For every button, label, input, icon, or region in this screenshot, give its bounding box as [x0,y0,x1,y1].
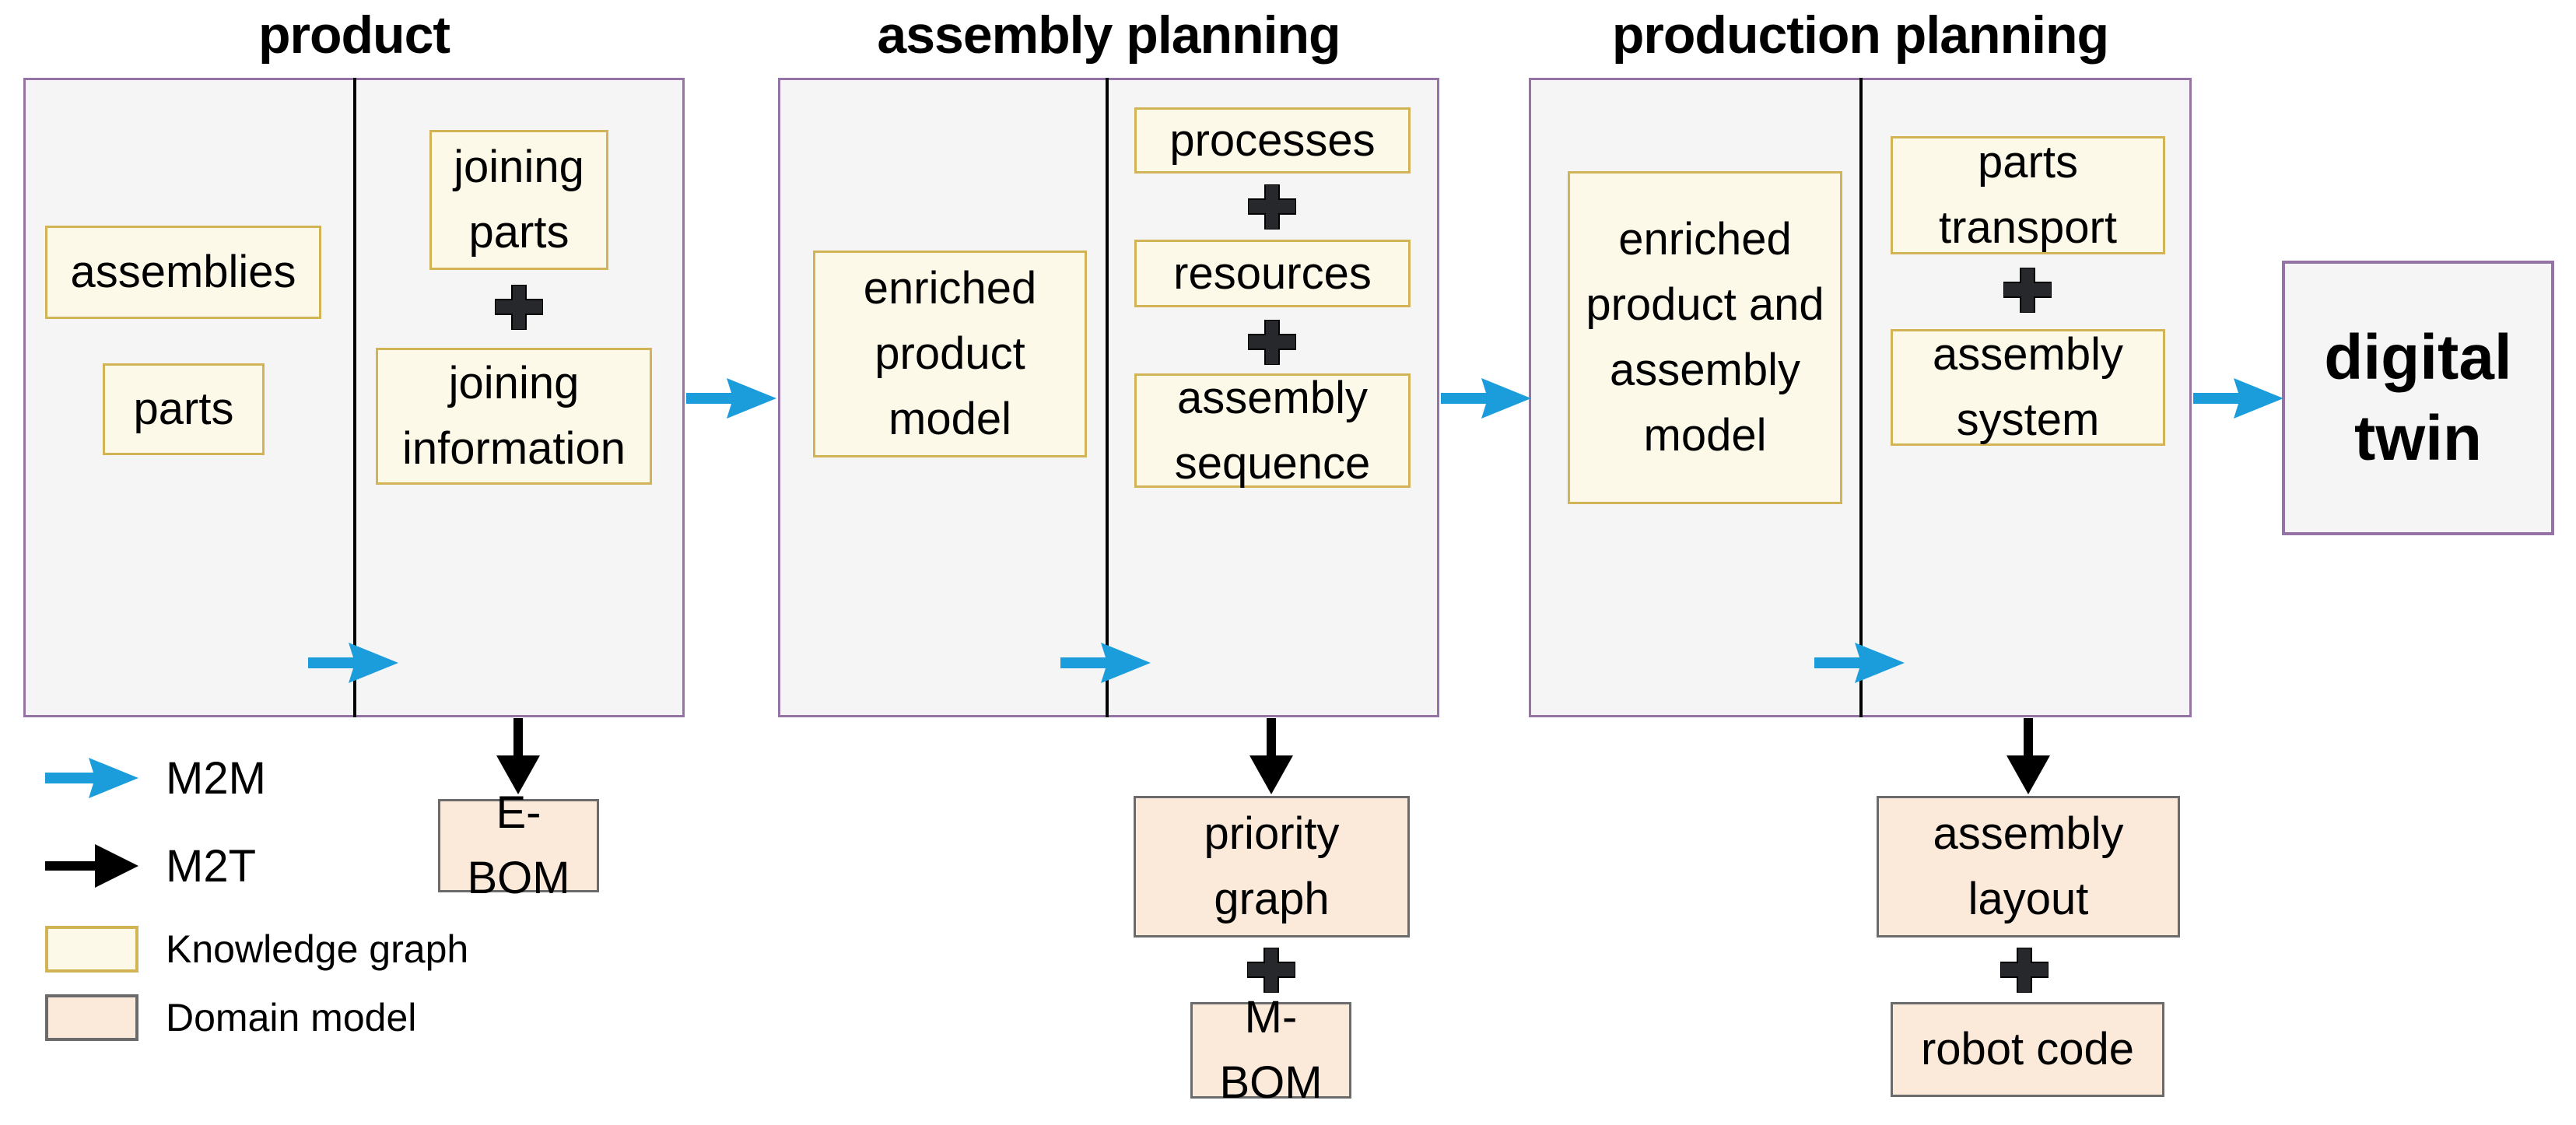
production-panel-divider [1859,78,1863,717]
domain-model-legend-label: Domain model [166,996,417,1039]
assembly-layout-label: assembly layout [1933,808,2124,924]
plus-icon [1248,184,1296,230]
m2t-legend-arrow-icon [45,844,138,888]
parts-box: parts [103,363,265,455]
assembly-system-box: assembly system [1891,329,2165,446]
assembly-layout-box: assembly layout [1877,796,2180,938]
processes-box: processes [1134,107,1411,173]
joining-parts-label: joining parts [454,142,584,258]
plus-icon [2003,268,2052,313]
mbom-label: M-BOM [1219,992,1323,1108]
assembly-panel-divider [1106,78,1109,717]
enriched-product-assembly-model-box: enriched product and assembly model [1568,171,1842,504]
domain-model-swatch [45,994,138,1041]
parts-transport-label: parts transport [1939,137,2117,253]
joining-parts-box: joining parts [429,130,608,270]
assemblies-label: assemblies [70,247,296,297]
knowledge-graph-swatch [45,926,138,973]
assemblies-box: assemblies [45,226,321,319]
m2t-arrow-icon [1249,718,1293,794]
plus-icon [2000,948,2049,993]
plus-icon [495,285,543,330]
m2t-arrow-icon [2006,718,2050,794]
enriched-product-model-label: enriched product model [863,263,1037,444]
priority-graph-box: priority graph [1134,796,1410,938]
resources-label: resources [1173,247,1372,299]
enriched-product-assembly-model-label: enriched product and assembly model [1586,214,1824,461]
digital-twin-box: digital twin [2282,261,2554,535]
resources-box: resources [1134,240,1411,307]
m2t-legend-label: M2T [166,840,256,892]
ebom-label: E-BOM [467,787,570,903]
m2m-arrow-icon [1814,643,1905,683]
m2m-arrow-icon [1441,378,1531,419]
m2m-arrow-icon [2193,378,2283,419]
digital-twin-label: digital twin [2324,321,2512,474]
assembly-planning-panel-title: assembly planning [877,5,1341,65]
robot-code-box: robot code [1891,1002,2164,1097]
enriched-product-model-box: enriched product model [813,251,1087,457]
m2m-arrow-icon [308,643,398,683]
plus-icon [1247,948,1295,993]
knowledge-graph-legend-label: Knowledge graph [166,927,469,971]
m2m-arrow-icon [1060,643,1151,683]
processes-label: processes [1169,114,1376,166]
production-planning-panel-title: production planning [1611,5,2109,65]
robot-code-label: robot code [1920,1024,2135,1074]
mbom-box: M-BOM [1190,992,1351,1108]
product-panel-divider [353,78,356,717]
m2m-arrow-icon [686,378,776,419]
joining-information-label: joining information [402,358,626,474]
parts-transport-box: parts transport [1891,136,2165,254]
m2t-arrow-icon [496,718,540,794]
priority-graph-label: priority graph [1204,808,1340,924]
m2m-legend-arrow-icon [45,758,138,798]
joining-information-box: joining information [376,348,652,485]
plus-icon [1248,320,1296,365]
product-panel-title: product [258,5,450,65]
ebom-box: E-BOM [438,787,599,903]
assembly-sequence-label: assembly sequence [1174,372,1371,489]
assembly-system-label: assembly system [1933,329,2123,445]
parts-label: parts [133,384,234,434]
m2m-legend-label: M2M [166,752,266,804]
assembly-sequence-box: assembly sequence [1134,373,1411,489]
